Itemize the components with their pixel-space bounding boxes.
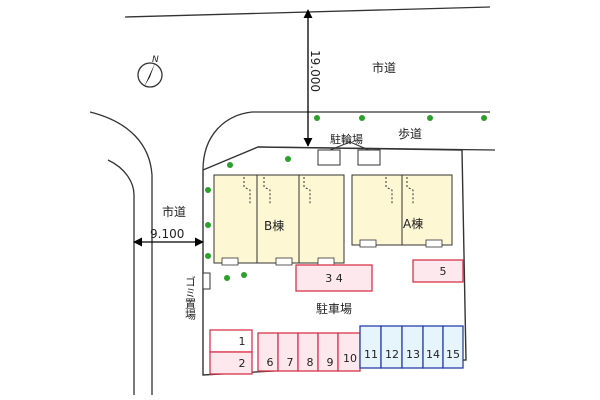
tree [359,115,365,121]
parking-space-12 [380,325,403,369]
bicycle-parking-label: 駐輪場 [330,132,363,146]
parking-number: 3 4 [325,272,343,285]
parking-number: 1 [239,335,246,348]
tree [205,253,211,259]
parking-row-red [257,332,361,372]
parking-number: 2 [239,357,246,370]
sidewalk-label: 歩道 [398,126,422,141]
left-width-label: 9.100 [150,227,184,241]
parking-space-14 [422,325,444,369]
corner-curve [202,111,292,171]
building-b-entry [275,257,293,266]
bicycle-parking-left [317,149,341,166]
parking-number: 10 [343,352,357,365]
parking-number: 12 [385,348,399,361]
tree [241,272,247,278]
tree [427,115,433,121]
parking-number: 15 [446,348,460,361]
building-b-label: B棟 [264,218,284,233]
tree [205,187,211,193]
parking-space-2 [209,351,253,375]
parking-space-3-4 [295,264,373,292]
parking-space-5 [412,259,464,283]
bicycle-label-leader [349,141,370,151]
building-a-entry [425,239,443,248]
parking-row-blue [359,325,464,369]
tree [224,275,230,281]
parking-space-13 [401,325,424,369]
parking-space-1 [209,329,253,353]
building-a-label: A棟 [403,216,423,231]
tree [205,222,211,228]
parking-number: 14 [426,348,440,361]
parking-number: 5 [440,265,447,278]
building-a [351,174,453,248]
building-b-body [213,174,345,264]
city-road-left-label: 市道 [162,204,186,219]
parking-number: 7 [287,356,294,369]
left-road-inner-edge [107,159,135,395]
north-label: N [152,55,159,65]
parking-number: 9 [327,356,334,369]
tree [227,162,233,168]
building-b-stairs [243,177,311,205]
north-compass: N [137,55,163,88]
parking-number: 6 [267,356,274,369]
left-road-outer-edge [89,111,153,395]
tree [314,115,320,121]
parking-number: 13 [406,348,420,361]
building-a-entry [359,239,377,248]
tree [481,115,487,121]
building-a-stairs [385,177,414,205]
building-b-entry [317,257,335,266]
parking-space-15 [442,325,464,369]
top-width-label: 19.000 [308,50,322,92]
building-b-entry [221,257,239,266]
trees [205,115,487,281]
parking-number: 11 [364,348,378,361]
bicycle-parking-right [357,149,381,166]
parking-space-11 [359,325,382,369]
city-road-top-label: 市道 [372,60,396,75]
parking-number: 8 [307,356,314,369]
tree [285,156,291,162]
bicycle-label-leader [329,141,351,151]
garbage-area [202,272,211,290]
building-b [213,174,345,266]
garbage-label: ゴミ置場 [184,275,197,321]
parking-label: 駐車場 [316,301,352,316]
compass-arrow-icon [144,63,155,87]
